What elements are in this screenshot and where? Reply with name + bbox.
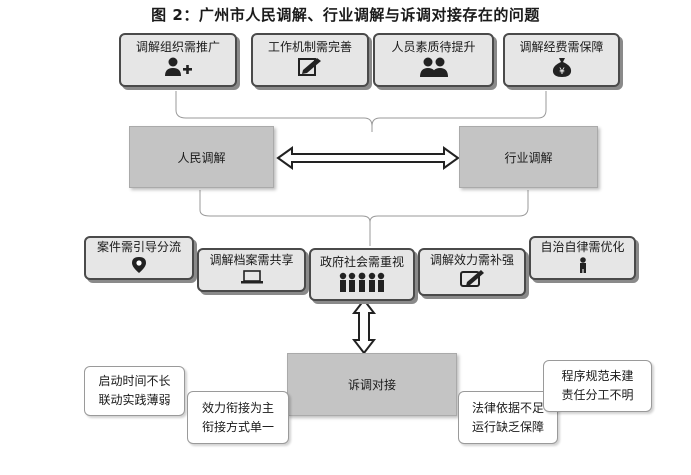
- issue-label: 调解档案需共享: [209, 253, 294, 267]
- note-line: 联动实践薄弱: [98, 393, 171, 407]
- note-procedure-norms: 程序规范未建 责任分工不明: [543, 360, 652, 412]
- note-line: 运行缺乏保障: [471, 419, 544, 434]
- issue-box-archive-sharing: 调解档案需共享: [197, 248, 306, 292]
- laptop-icon: [240, 270, 263, 288]
- note-line: 衔接方式单一: [201, 419, 274, 434]
- note-line: 法律依据不足: [471, 400, 544, 415]
- issue-label: 调解效力需补强: [429, 253, 514, 267]
- issue-box-personnel: 人员素质待提升: [373, 33, 494, 87]
- money-bag-icon: ¥: [551, 57, 573, 81]
- issue-box-government-attention: 政府社会需重视: [309, 248, 415, 301]
- issue-box-case-diversion: 案件需引导分流: [84, 236, 194, 280]
- issue-label: 案件需引导分流: [96, 240, 181, 254]
- issue-label: 调解组织需推广: [135, 40, 220, 54]
- issue-label: 调解经费需保障: [519, 40, 604, 54]
- location-pin-icon: [132, 257, 146, 277]
- person-add-icon: [163, 57, 193, 81]
- double-arrow-vertical: [351, 298, 377, 355]
- standing-person-icon: [577, 257, 589, 277]
- people-pair-icon: [419, 57, 449, 81]
- document-edit-icon: [459, 270, 485, 292]
- double-arrow-horizontal: [276, 146, 460, 170]
- issue-label: 自治自律需优化: [540, 240, 625, 254]
- note-line: 效力衔接为主: [201, 400, 274, 415]
- litigation-connection-box: 诉调对接: [287, 353, 457, 416]
- issue-box-effect-reinforcement: 调解效力需补强: [418, 248, 526, 296]
- people-mediation-box: 人民调解: [129, 126, 274, 188]
- figure-title: 图 2：广州市人民调解、行业调解与诉调对接存在的问题: [151, 6, 540, 24]
- note-startup-time: 启动时间不长 联动实践薄弱: [84, 366, 185, 416]
- svg-text:¥: ¥: [559, 67, 565, 77]
- issue-box-self-governance: 自治自律需优化: [529, 236, 636, 280]
- group-people-icon: [338, 272, 386, 296]
- issue-box-funding: 调解经费需保障 ¥: [503, 33, 620, 87]
- document-edit-icon: [297, 57, 323, 81]
- issue-box-mechanism: 工作机制需完善: [251, 33, 369, 87]
- note-connection-mode: 效力衔接为主 衔接方式单一: [187, 391, 289, 444]
- industry-mediation-box: 行业调解: [459, 126, 598, 188]
- note-line: 责任分工不明: [561, 388, 634, 402]
- issue-box-organization: 调解组织需推广: [119, 33, 237, 87]
- note-line: 启动时间不长: [98, 374, 171, 388]
- issue-label: 政府社会需重视: [319, 254, 404, 269]
- note-legal-basis: 法律依据不足 运行缺乏保障: [458, 391, 558, 444]
- issue-label: 工作机制需完善: [267, 40, 352, 54]
- note-line: 程序规范未建: [561, 369, 634, 383]
- issue-label: 人员素质待提升: [391, 40, 476, 54]
